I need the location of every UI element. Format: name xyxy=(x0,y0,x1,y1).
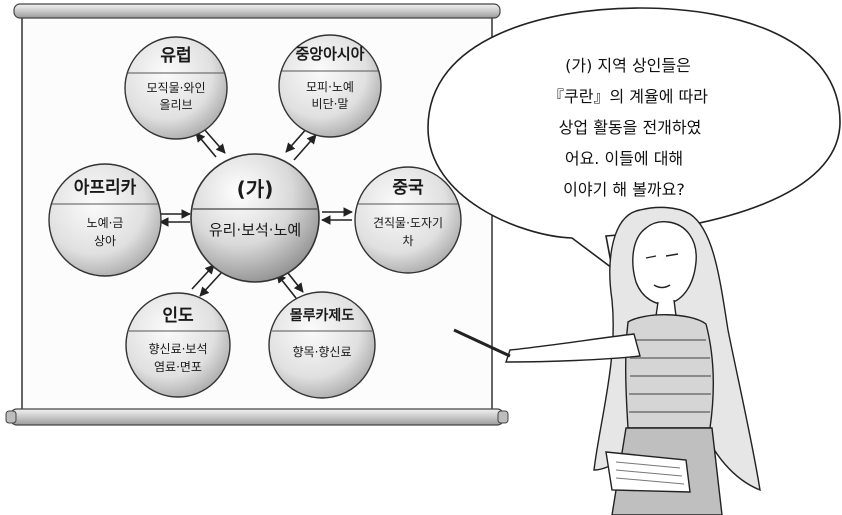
teacher-papers-lines xyxy=(615,461,685,485)
node-china-circle xyxy=(354,166,462,274)
node-europe: 유럽 모직물·와인 올리브 xyxy=(124,36,228,140)
node-china-line2: 차 xyxy=(402,234,413,248)
node-moluccas: 몰루카제도 향목·향신료 xyxy=(268,291,376,399)
node-central-asia: 중앙아시아 모피·노예 비단·말 xyxy=(278,34,382,138)
node-europe-line2: 올리브 xyxy=(159,98,192,112)
node-central-asia-title: 중앙아시아 xyxy=(295,45,364,63)
node-europe-circle xyxy=(124,36,228,140)
speech-line-2: 『쿠란』의 계율에 따라 xyxy=(548,87,708,106)
node-china: 중국 견직물·도자기 차 xyxy=(354,166,462,274)
arrow-india-to-center xyxy=(191,264,215,290)
board-bottom-roll xyxy=(9,408,505,426)
teacher-papers xyxy=(605,451,691,493)
node-central-asia-line2: 비단·말 xyxy=(312,97,349,111)
board-roll-cap-right xyxy=(497,410,509,424)
arrow-europe-to-center xyxy=(203,128,226,154)
teacher-pointer xyxy=(453,328,511,358)
teacher-top xyxy=(625,314,714,429)
node-central-asia-circle xyxy=(278,34,382,138)
teacher-top-stripes xyxy=(629,339,711,413)
node-india-title: 인도 xyxy=(162,306,194,326)
node-africa-title: 아프리카 xyxy=(74,178,137,198)
node-europe-title: 유럽 xyxy=(160,46,191,66)
node-center-desc: 유리·보석·노예 xyxy=(209,221,301,239)
arrow-center-to-europe xyxy=(195,132,217,158)
arrow-centralasia-to-center xyxy=(285,126,309,153)
teacher-face xyxy=(632,221,697,305)
node-europe-line1: 모직물·와인 xyxy=(146,81,205,95)
teacher-arm xyxy=(505,333,641,363)
node-africa-circle xyxy=(48,163,162,277)
node-china-title: 중국 xyxy=(392,178,424,198)
teacher-neck xyxy=(655,299,677,317)
arrow-moluccas-to-center xyxy=(276,273,297,299)
board-roll-cap-left xyxy=(5,410,17,424)
speech-bubble: (가) 지역 상인들은 『쿠란』의 계율에 따라 상업 활동을 전개하였 어요.… xyxy=(427,7,841,270)
node-moluccas-circle xyxy=(268,291,376,399)
arrow-center-to-centralasia xyxy=(293,134,317,161)
teacher-eye-right xyxy=(665,253,679,257)
speech-line-4: 어요. 이들에 대해 xyxy=(565,149,683,168)
node-moluccas-line1: 향목·향신료 xyxy=(292,345,351,359)
trade-arrows xyxy=(159,126,353,299)
node-africa: 아프리카 노예·금 상아 xyxy=(48,163,162,277)
speech-line-5: 이야기 해 볼까요? xyxy=(563,180,685,199)
node-china-line1: 견직물·도자기 xyxy=(373,216,443,230)
node-center: (가) 유리·보석·노예 xyxy=(190,153,320,283)
node-africa-line1: 노예·금 xyxy=(87,216,124,230)
arrow-center-to-india xyxy=(199,271,223,297)
node-moluccas-title: 몰루카제도 xyxy=(290,308,355,324)
node-africa-line2: 상아 xyxy=(94,234,116,248)
node-india-line2: 염료·면포 xyxy=(154,360,202,374)
node-center-circle xyxy=(190,153,320,283)
teacher-eye-left xyxy=(645,255,657,259)
teacher-illustration xyxy=(453,206,761,515)
speech-line-1: (가) 지역 상인들은 xyxy=(565,56,691,75)
node-center-title: (가) xyxy=(237,177,274,201)
teacher-mouth xyxy=(653,284,671,289)
speech-line-3: 상업 활동을 전개하였 xyxy=(559,118,702,137)
board-top-roll xyxy=(13,3,501,19)
node-india-circle xyxy=(125,292,231,398)
node-india-line1: 향신료·보석 xyxy=(148,342,207,356)
node-central-asia-line1: 모피·노예 xyxy=(306,80,354,94)
node-india: 인도 향신료·보석 염료·면포 xyxy=(125,292,231,398)
speech-bubble-shape xyxy=(427,7,841,270)
